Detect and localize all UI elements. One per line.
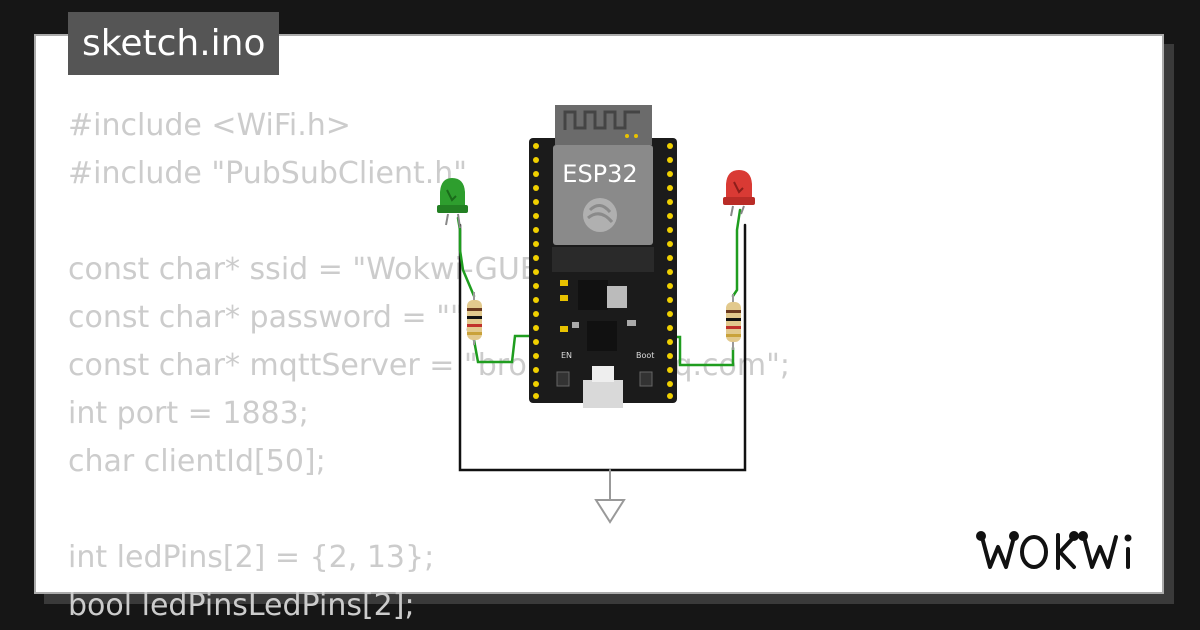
en-button[interactable] xyxy=(556,371,570,387)
code-line: int ledPins[2] = {2, 13}; xyxy=(68,540,435,575)
boot-button[interactable] xyxy=(639,371,653,387)
code-line: const char* password = ""; xyxy=(68,300,474,335)
board-label: ESP32 xyxy=(562,160,637,188)
code-line: char clientId[50]; xyxy=(68,444,326,479)
wire-green-left-board xyxy=(472,334,538,364)
wokwi-logo xyxy=(976,531,1132,570)
boot-label: Boot xyxy=(636,351,654,360)
code-editor[interactable]: #include <WiFi.h> #include "PubSubClient.… xyxy=(68,102,790,630)
wire-gnd-left xyxy=(458,223,747,472)
esp32-board[interactable]: ESP32 EN Boot xyxy=(529,105,677,408)
resistor-left[interactable] xyxy=(467,292,482,345)
resistor-right[interactable] xyxy=(726,294,741,350)
chip-components xyxy=(560,280,636,351)
code-line: bool ledPinsLedPins[2]; xyxy=(68,588,415,623)
wire-green-right-led xyxy=(731,208,742,298)
code-line: #include "PubSubClient.h" xyxy=(68,156,468,191)
ground-icon xyxy=(594,499,626,524)
code-line: #include <WiFi.h> xyxy=(68,108,351,143)
wire-green-right-board xyxy=(666,335,735,367)
green-led[interactable] xyxy=(437,178,468,229)
usb-port-icon xyxy=(583,380,623,408)
espressif-logo-icon xyxy=(583,198,617,232)
red-led[interactable] xyxy=(723,170,755,217)
code-line: int port = 1883; xyxy=(68,396,309,431)
en-label: EN xyxy=(561,351,572,360)
file-tab[interactable]: sketch.ino xyxy=(68,12,280,75)
board-pins xyxy=(533,143,673,399)
